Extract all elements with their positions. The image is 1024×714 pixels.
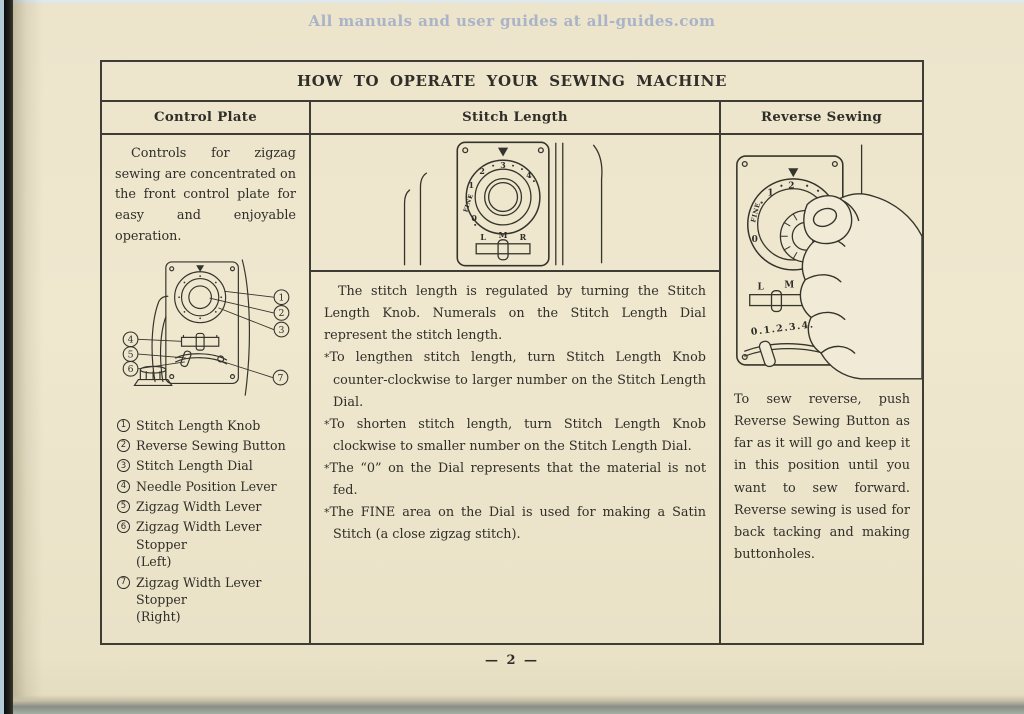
reverse-sewing-column: 2 1 0 FINE L M 0.1.2.3.4. To sew reverse…: [721, 135, 922, 643]
bullet-marker: *: [324, 506, 330, 520]
dial-number-0: 0: [471, 214, 477, 223]
stitch-length-column: 3 2 1 4 0 FINE L M R The stitch leng: [311, 135, 721, 643]
control-plate-intro: Controls for zigzag sewing are concentra…: [115, 146, 296, 244]
legend-num: 2: [117, 438, 130, 452]
rs-needle-position-m: M: [784, 281, 794, 291]
bullet-text: The FINE area on the Dial is used for ma…: [329, 505, 707, 543]
legend-label: Stitch Length Knob: [136, 417, 261, 433]
bullet-marker: *: [324, 417, 330, 431]
scan-left-edge: [0, 0, 4, 714]
binding-shadow: [13, 0, 43, 714]
stitch-length-bullet: *To shorten stitch length, turn Stitch L…: [324, 414, 706, 458]
callout-1: 1: [279, 292, 285, 303]
column-header-control-plate: Control Plate: [102, 102, 311, 133]
scan-top-edge: [0, 0, 1024, 3]
dial-fine-label: FINE: [462, 193, 475, 213]
legend-label: Zigzag Width Lever Stopper: [136, 574, 262, 607]
bullet-marker: *: [324, 351, 330, 365]
legend-item: 1 Stitch Length Knob: [115, 417, 296, 434]
callout-7: 7: [278, 372, 284, 383]
legend-num: 6: [117, 520, 130, 534]
callout-4: 4: [128, 334, 134, 345]
bullet-text: To shorten stitch length, turn Stitch Le…: [329, 416, 707, 454]
legend-num: 7: [117, 575, 130, 589]
stitch-length-bullet: *The FINE area on the Dial is used for m…: [324, 502, 706, 546]
needle-position-m: M: [499, 231, 508, 240]
legend-item: 7 Zigzag Width Lever Stopper (Right): [115, 574, 296, 626]
legend-label: Zigzag Width Lever: [136, 499, 262, 515]
rs-needle-position-l: L: [757, 283, 764, 293]
stitch-length-bullet: *To lengthen stitch length, turn Stitch …: [324, 347, 706, 413]
callout-6: 6: [128, 364, 134, 375]
watermark-text: All manuals and user guides at all-guide…: [308, 12, 716, 30]
reverse-sewing-hand-diagram: 2 1 0 FINE L M 0.1.2.3.4.: [721, 135, 922, 381]
page-title: HOW TO OPERATE YOUR SEWING MACHINE: [102, 62, 922, 102]
callout-2: 2: [279, 308, 285, 319]
rs-dial-number-0: 0: [751, 235, 757, 245]
book-binding-edge: [4, 0, 13, 714]
reverse-sewing-paragraph: To sew reverse, push Reverse Sewing Butt…: [734, 392, 910, 562]
column-header-stitch-length: Stitch Length: [311, 102, 721, 133]
legend-label: Needle Position Lever: [136, 478, 277, 494]
legend-item: 2 Reverse Sewing Button: [115, 437, 296, 454]
dial-number-3: 3: [500, 161, 506, 170]
table-header-row: Control Plate Stitch Length Reverse Sewi…: [102, 102, 922, 135]
legend-sub: (Left): [136, 554, 172, 570]
zigzag-scale-label: 0.1.2.3.4.: [750, 319, 815, 338]
bullet-text: The “0” on the Dial represents that the …: [329, 461, 707, 499]
legend-label: Reverse Sewing Button: [136, 437, 286, 453]
dial-number-4: 4: [526, 171, 532, 180]
legend-item: 3 Stitch Length Dial: [115, 457, 296, 474]
page-number: — 2 —: [484, 653, 540, 668]
callout-3: 3: [279, 324, 285, 335]
control-plate-column: Controls for zigzag sewing are concentra…: [102, 135, 311, 643]
stitch-length-paragraph: The stitch length is regulated by turnin…: [324, 284, 706, 344]
needle-position-l: L: [480, 233, 486, 242]
legend-num: 4: [117, 479, 130, 493]
instruction-table: HOW TO OPERATE YOUR SEWING MACHINE Contr…: [100, 60, 924, 645]
needle-position-r: R: [520, 233, 527, 242]
column-header-reverse-sewing: Reverse Sewing: [760, 110, 882, 125]
rs-dial-number-1: 1: [767, 189, 773, 199]
stitch-length-dial-svg: 3 2 1 4 0 FINE L M R: [403, 141, 603, 267]
legend-num: 5: [117, 500, 130, 514]
control-plate-diagram: 1 2 3 4 5 6 7: [109, 252, 296, 412]
control-plate-diagram-svg: 1 2 3 4 5 6 7: [122, 258, 290, 396]
legend-item: 5 Zigzag Width Lever: [115, 498, 296, 515]
dial-number-1: 1: [468, 181, 474, 190]
stitch-length-bullet: *The “0” on the Dial represents that the…: [324, 458, 706, 502]
legend-item: 6 Zigzag Width Lever Stopper (Left): [115, 518, 296, 570]
rs-dial-number-2: 2: [788, 182, 794, 192]
reverse-sewing-text: To sew reverse, push Reverse Sewing Butt…: [721, 381, 922, 566]
bullet-text: To lengthen stitch length, turn Stitch L…: [329, 350, 707, 410]
table-body-row: Controls for zigzag sewing are concentra…: [102, 135, 922, 643]
legend-label: Stitch Length Dial: [136, 458, 253, 474]
legend-label: Zigzag Width Lever Stopper: [136, 519, 262, 552]
legend-sub: (Right): [136, 609, 181, 625]
callout-5: 5: [128, 349, 134, 360]
page-stack-bottom-edge: [13, 695, 1024, 714]
legend-item: 4 Needle Position Lever: [115, 478, 296, 495]
legend-num: 1: [117, 418, 130, 432]
stitch-length-dial-diagram: 3 2 1 4 0 FINE L M R: [311, 135, 719, 272]
stitch-length-text: The stitch length is regulated by turnin…: [311, 272, 719, 547]
legend-num: 3: [117, 459, 130, 473]
reverse-sewing-hand-svg: 2 1 0 FINE L M 0.1.2.3.4.: [735, 144, 922, 380]
bullet-marker: *: [324, 462, 330, 475]
control-plate-legend: 1 Stitch Length Knob 2 Reverse Sewing Bu…: [115, 417, 296, 626]
dial-number-2: 2: [479, 167, 485, 176]
